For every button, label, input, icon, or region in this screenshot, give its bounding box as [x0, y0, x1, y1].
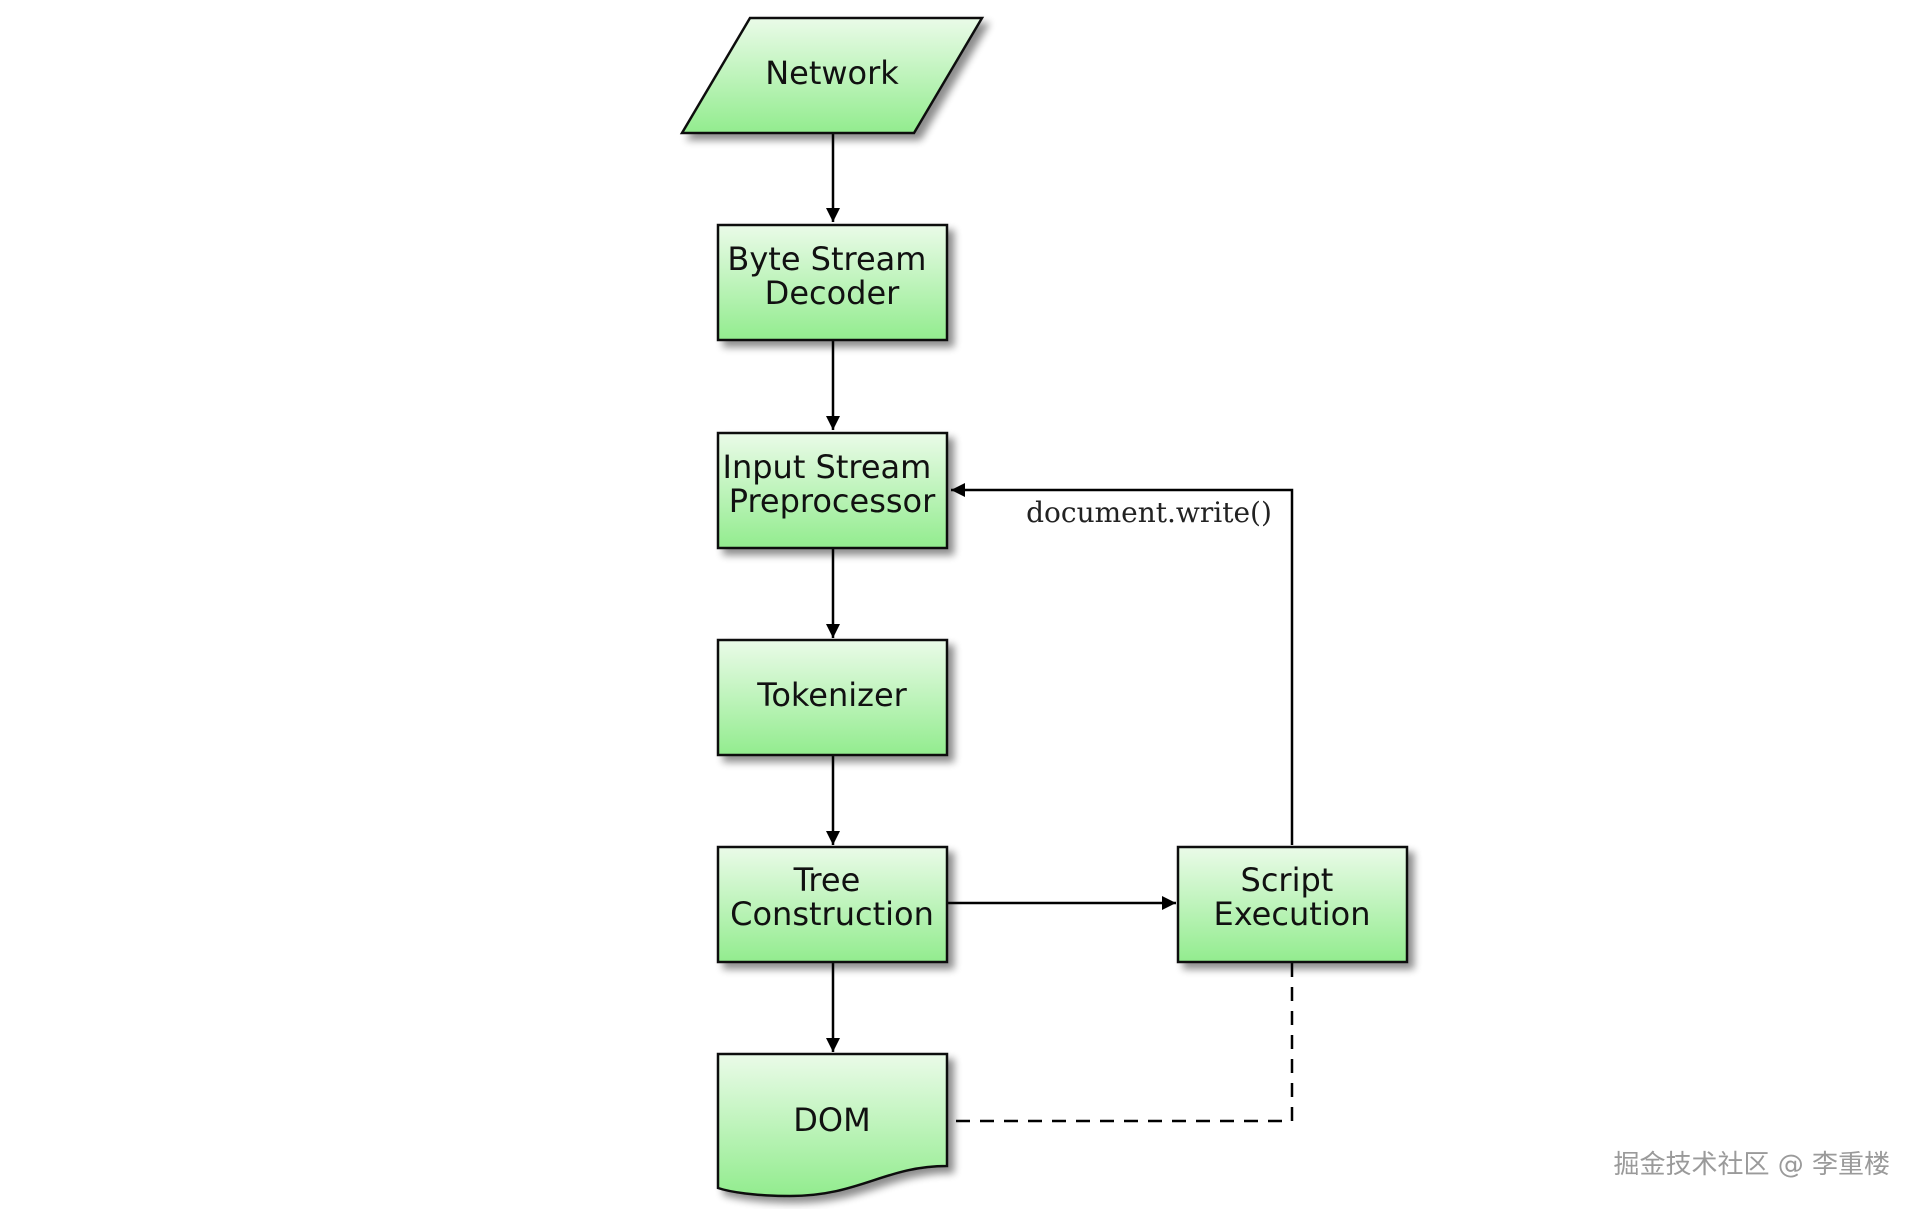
node-script-execution-shape — [1176, 845, 1409, 964]
edge-script-execution-to-dom-dashed — [947, 963, 1294, 1123]
edge-label-document-write: document.write() — [1026, 496, 1272, 529]
node-tokenizer-label: Tokenizer — [756, 676, 907, 714]
node-tokenizer-shape — [716, 638, 949, 757]
node-dom-document-shape — [716, 1052, 949, 1198]
node-dom: DOM — [716, 1052, 949, 1198]
node-tokenizer: Tokenizer — [716, 638, 949, 757]
node-dom-label: DOM — [793, 1101, 870, 1139]
node-byte-stream-decoder-shape — [716, 223, 949, 342]
node-input-stream-preprocessor-shape — [716, 431, 949, 550]
edges — [826, 133, 1294, 1123]
node-network-shape — [679, 16, 985, 135]
node-input-stream-preprocessor-label: Input Stream Preprocessor — [723, 448, 942, 520]
node-network: Network — [679, 16, 985, 135]
node-tree-construction-shape — [716, 845, 949, 964]
node-byte-stream-decoder-label: Byte Stream Decoder — [727, 240, 936, 312]
node-network-label: Network — [765, 54, 899, 92]
node-script-execution-label: Script Execution — [1213, 861, 1370, 933]
node-byte-stream-decoder: Byte Stream Decoder — [716, 223, 949, 342]
node-script-execution: Script Execution — [1176, 845, 1409, 964]
watermark-text: 掘金技术社区 @ 李重楼 — [1613, 1150, 1890, 1180]
node-tree-construction-label: Tree Construction — [730, 861, 934, 933]
node-input-stream-preprocessor: Input Stream Preprocessor — [716, 431, 949, 550]
node-tree-construction: Tree Construction — [716, 845, 949, 964]
edge-script-execution-to-preprocessor — [951, 483, 1294, 845]
